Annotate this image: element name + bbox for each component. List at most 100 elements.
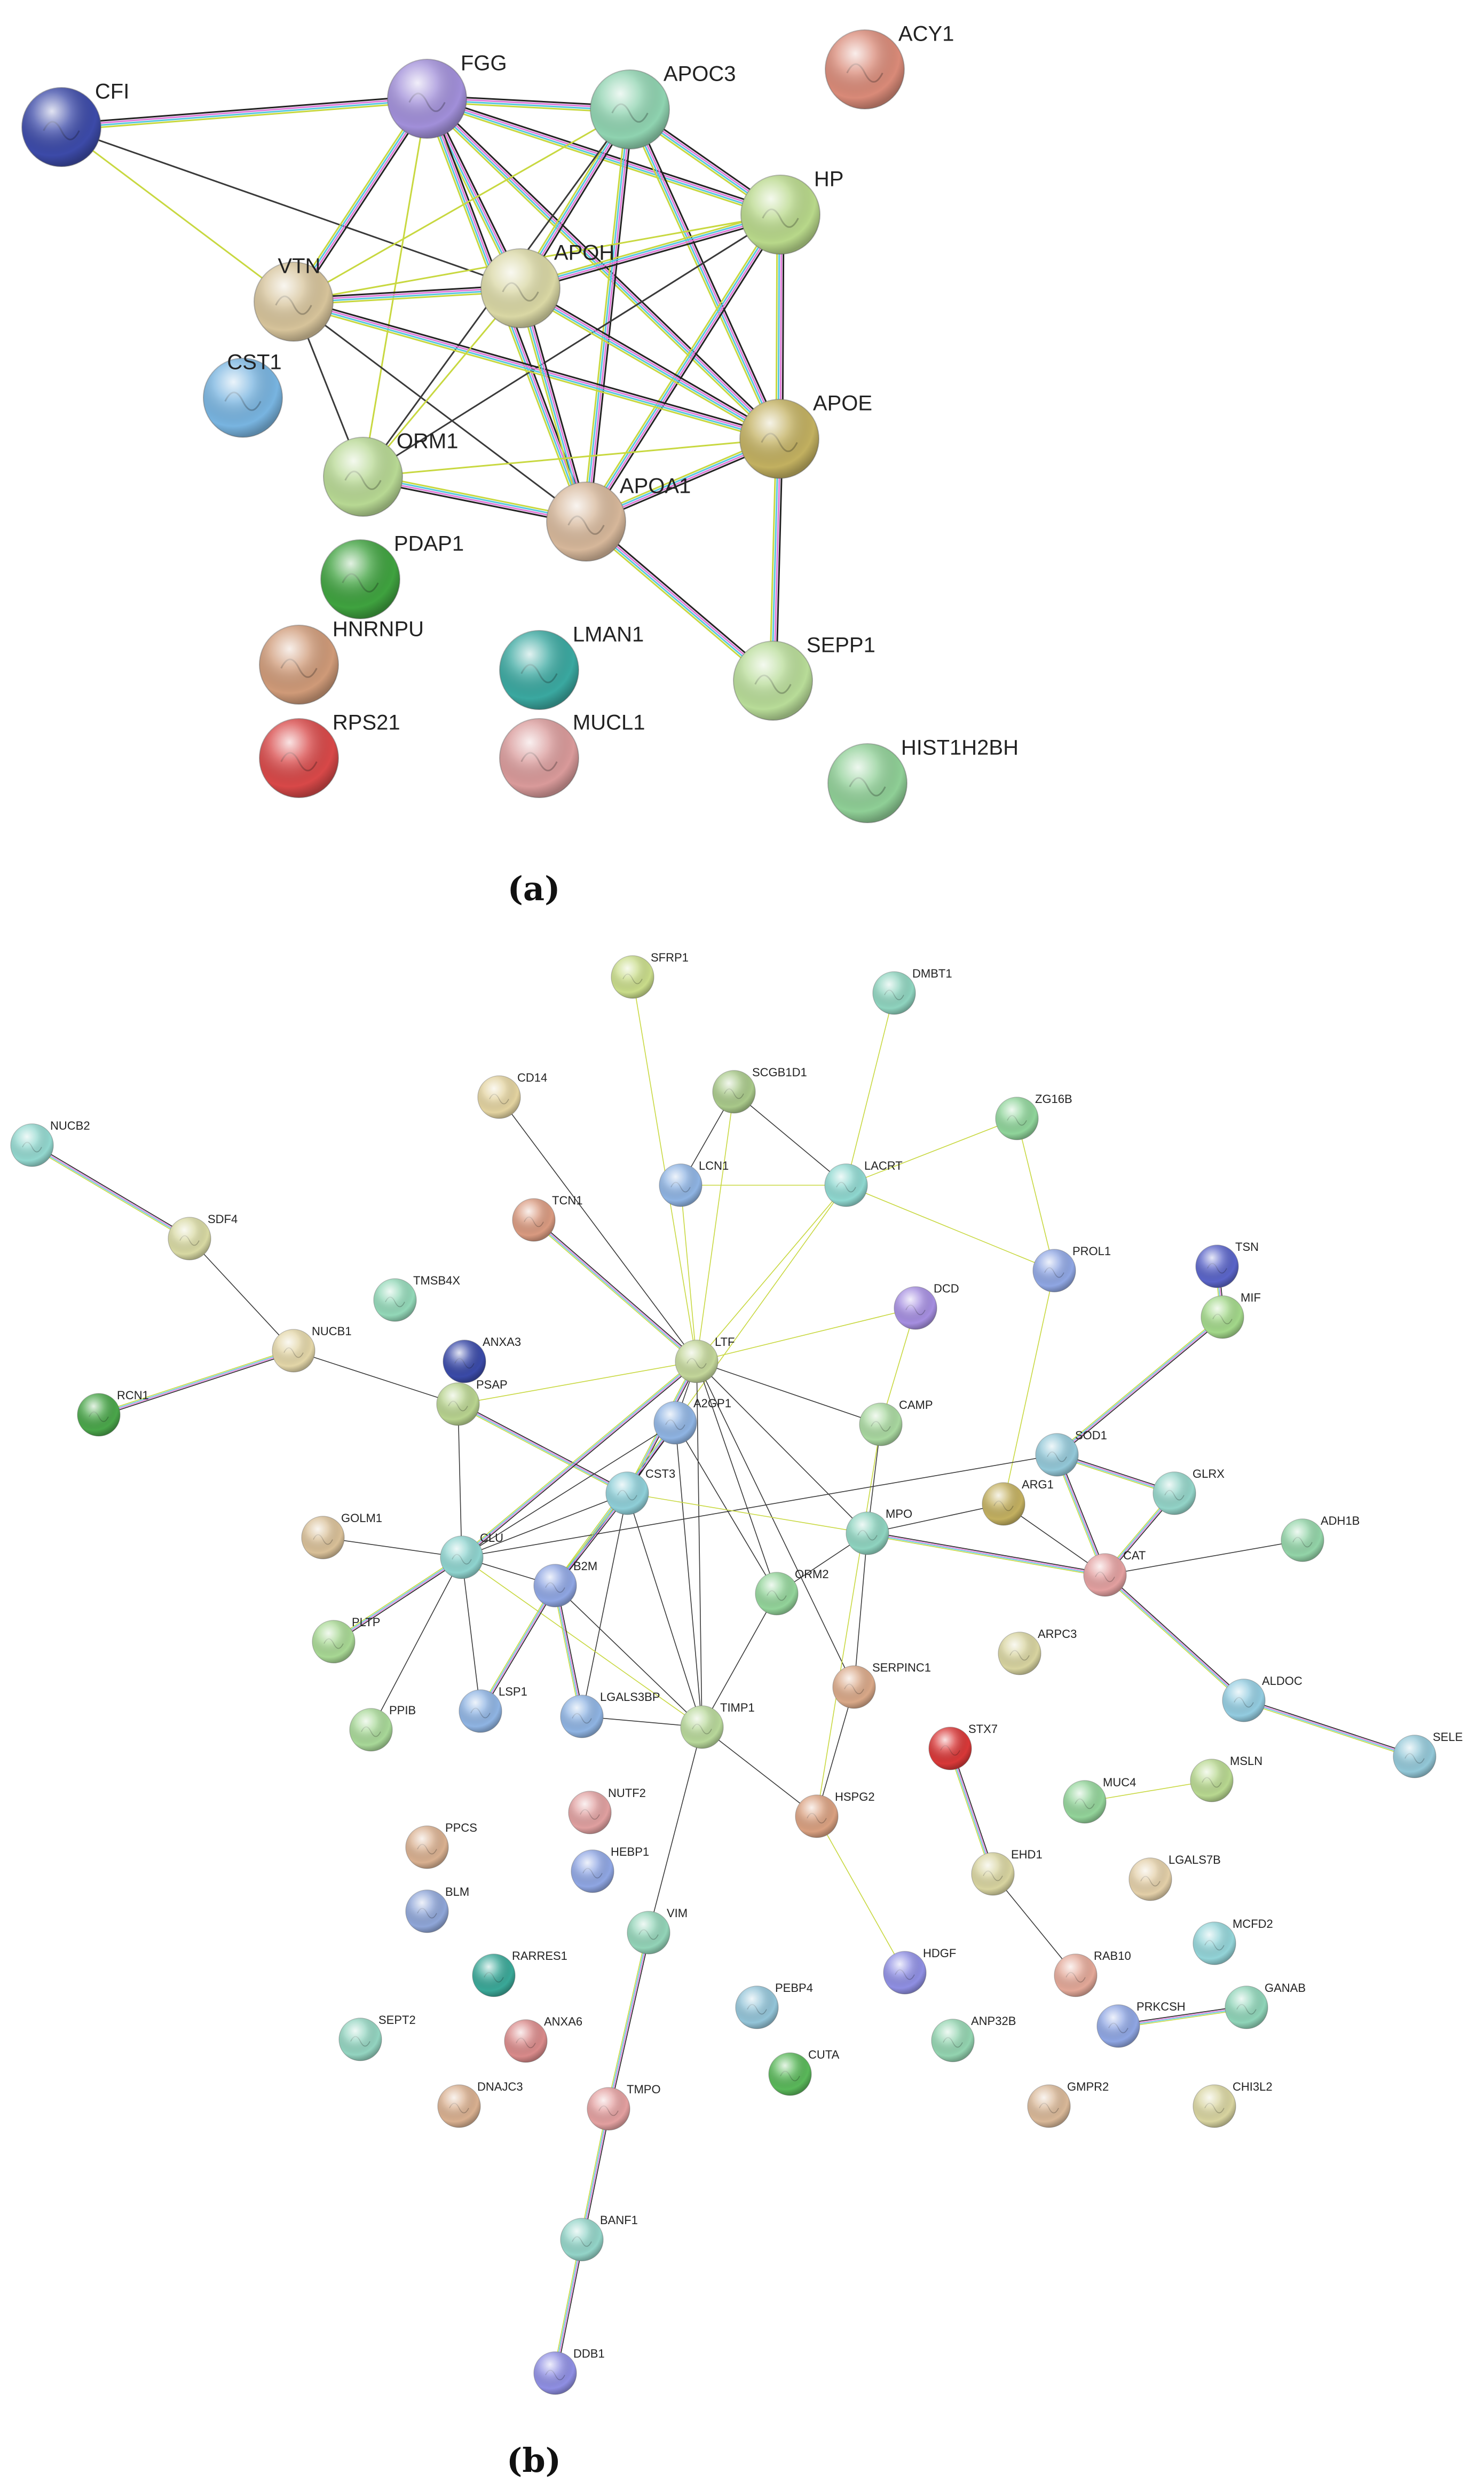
edge-GOLM1-CLU (322, 1537, 462, 1558)
node-hdgf[interactable]: HDGF (883, 1947, 956, 1995)
node-orm1[interactable]: ORM1 (323, 430, 458, 517)
node-highlight (894, 1287, 937, 1329)
node-prol1[interactable]: PROL1 (1032, 1244, 1111, 1293)
node-blm[interactable]: BLM (405, 1885, 469, 1933)
node-apoh[interactable]: APOH (480, 241, 614, 328)
node-mcfd2[interactable]: MCFD2 (1193, 1917, 1273, 1965)
node-dnajc3[interactable]: DNAJC3 (437, 2080, 523, 2128)
node-fgg[interactable]: FGG (387, 52, 507, 139)
node-golm1[interactable]: GOLM1 (301, 1511, 382, 1559)
node-label: TCN1 (552, 1194, 582, 1207)
node-sdf4[interactable]: SDF4 (168, 1212, 238, 1260)
node-cuta[interactable]: CUTA (768, 2048, 840, 2096)
node-b2m[interactable]: B2M (533, 1559, 597, 1608)
node-label: LMAN1 (573, 623, 644, 647)
node-ganab[interactable]: GANAB (1225, 1981, 1306, 2029)
node-sepp1[interactable]: SEPP1 (733, 634, 875, 721)
node-camp[interactable]: CAMP (859, 1398, 933, 1446)
node-msln[interactable]: MSLN (1190, 1754, 1262, 1802)
edge-HSPG2-HDGF (816, 1816, 905, 1973)
node-tsn[interactable]: TSN (1195, 1240, 1259, 1288)
node-acy1[interactable]: ACY1 (825, 22, 954, 109)
node-glrx[interactable]: GLRX (1153, 1467, 1225, 1515)
node-hebp1[interactable]: HEBP1 (571, 1845, 649, 1893)
node-hnrnpu[interactable]: HNRNPU (259, 618, 424, 705)
node-lsp1[interactable]: LSP1 (459, 1685, 527, 1733)
node-nucb2[interactable]: NUCB2 (10, 1119, 90, 1167)
node-ppib[interactable]: PPIB (349, 1704, 416, 1752)
node-sept2[interactable]: SEPT2 (338, 2013, 416, 2061)
node-mif[interactable]: MIF (1201, 1291, 1261, 1339)
node-apoe[interactable]: APOE (739, 392, 872, 479)
node-hspg2[interactable]: HSPG2 (795, 1790, 875, 1838)
node-zg16b[interactable]: ZG16B (995, 1092, 1072, 1140)
node-pdap1[interactable]: PDAP1 (320, 532, 464, 619)
node-cst3[interactable]: CST3 (605, 1467, 675, 1515)
node-lgals3bp[interactable]: LGALS3BP (560, 1690, 660, 1738)
node-adh1b[interactable]: ADH1B (1281, 1514, 1360, 1562)
node-ltf[interactable]: LTF (675, 1335, 735, 1383)
node-vim[interactable]: VIM (627, 1906, 688, 1955)
node-timp1[interactable]: TIMP1 (680, 1701, 755, 1749)
node-sfrp1[interactable]: SFRP1 (611, 951, 689, 999)
node-hist1h2bh[interactable]: HIST1H2BH (827, 736, 1019, 823)
node-scgb1d1[interactable]: SCGB1D1 (712, 1066, 807, 1114)
node-lman1[interactable]: LMAN1 (499, 623, 644, 710)
node-tcn1[interactable]: TCN1 (512, 1194, 582, 1242)
node-rps21[interactable]: RPS21 (259, 711, 400, 798)
node-lgals7b[interactable]: LGALS7B (1128, 1853, 1221, 1901)
node-apoc3[interactable]: APOC3 (590, 62, 736, 149)
node-vtn[interactable]: VTN (254, 255, 334, 342)
node-prkcsh[interactable]: PRKCSH (1096, 2000, 1186, 2048)
node-mucl1[interactable]: MUCL1 (499, 711, 645, 798)
node-arpc3[interactable]: ARPC3 (998, 1627, 1077, 1675)
node-apoa1[interactable]: APOA1 (546, 475, 691, 562)
node-cat[interactable]: CAT (1083, 1549, 1146, 1597)
node-lacrt[interactable]: LACRT (824, 1159, 903, 1207)
node-clu[interactable]: CLU (440, 1531, 503, 1579)
node-anp32b[interactable]: ANP32B (931, 2014, 1016, 2062)
node-a2gp1[interactable]: A2GP1 (653, 1397, 731, 1445)
node-arg1[interactable]: ARG1 (982, 1478, 1054, 1526)
edge-PSAP-CST3 (456, 1402, 629, 1495)
node-dcd[interactable]: DCD (894, 1282, 959, 1330)
node-cd14[interactable]: CD14 (477, 1071, 547, 1119)
node-highlight (1129, 1858, 1172, 1901)
node-label: SEPT2 (378, 2013, 416, 2027)
node-mpo[interactable]: MPO (846, 1507, 912, 1555)
node-banf1[interactable]: BANF1 (560, 2213, 638, 2262)
node-nucb1[interactable]: NUCB1 (272, 1325, 352, 1373)
node-lcn1[interactable]: LCN1 (659, 1159, 729, 1207)
node-highlight (1393, 1735, 1436, 1778)
node-ehd1[interactable]: EHD1 (971, 1848, 1043, 1896)
node-rcn1[interactable]: RCN1 (77, 1389, 149, 1437)
node-psap[interactable]: PSAP (436, 1378, 508, 1426)
node-orm2[interactable]: ORM2 (755, 1567, 829, 1616)
node-ddb1[interactable]: DDB1 (533, 2347, 605, 2395)
node-stx7[interactable]: STX7 (928, 1722, 998, 1770)
node-rab10[interactable]: RAB10 (1054, 1949, 1131, 1997)
node-tmpo[interactable]: TMPO (587, 2083, 661, 2131)
node-gmpr2[interactable]: GMPR2 (1027, 2080, 1109, 2128)
node-aldoc[interactable]: ALDOC (1222, 1674, 1303, 1722)
node-nutf2[interactable]: NUTF2 (568, 1786, 646, 1834)
node-sod1[interactable]: SOD1 (1035, 1429, 1107, 1477)
node-pltp[interactable]: PLTP (312, 1616, 380, 1664)
node-chi3l2[interactable]: CHI3L2 (1193, 2080, 1273, 2128)
node-pebp4[interactable]: PEBP4 (735, 1981, 813, 2029)
node-hp[interactable]: HP (740, 168, 843, 255)
node-highlight (1196, 1245, 1238, 1288)
node-anxa6[interactable]: ANXA6 (504, 2015, 582, 2063)
node-sele[interactable]: SELE (1393, 1730, 1463, 1778)
node-cst1[interactable]: CST1 (203, 351, 283, 438)
node-dmbt1[interactable]: DMBT1 (872, 967, 952, 1015)
node-muc4[interactable]: MUC4 (1063, 1776, 1136, 1824)
node-ppcs[interactable]: PPCS (405, 1821, 477, 1869)
node-label: ZG16B (1035, 1092, 1072, 1106)
node-rarres1[interactable]: RARRES1 (472, 1949, 567, 1997)
node-anxa3[interactable]: ANXA3 (443, 1335, 521, 1383)
node-tmsb4x[interactable]: TMSB4X (373, 1274, 460, 1322)
node-highlight (272, 1329, 315, 1372)
node-serpinc1[interactable]: SERPINC1 (832, 1661, 931, 1709)
node-cfi[interactable]: CFI (21, 80, 129, 167)
